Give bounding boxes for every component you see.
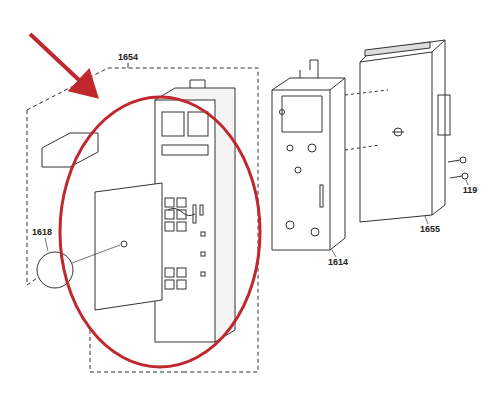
- highlight-arrow: [30, 34, 96, 96]
- callout-number: 1655: [419, 224, 441, 235]
- callout-number: 119: [462, 185, 479, 196]
- overlay-hole: [121, 241, 127, 247]
- guide-line: [345, 145, 380, 150]
- highlight-ellipse: [60, 97, 260, 367]
- callout-number: 1654: [117, 52, 139, 63]
- touch-overlay: [95, 183, 162, 310]
- screw: [448, 157, 468, 179]
- panel-front: [155, 100, 215, 342]
- panel-tab: [190, 80, 205, 88]
- ribbon-cable: [168, 208, 195, 215]
- control-board: [360, 40, 445, 222]
- bracket-edge: [272, 78, 345, 250]
- display-window: [188, 112, 208, 136]
- bracket-detail: [282, 60, 322, 132]
- display-window: [162, 112, 184, 136]
- board-switch: [392, 132, 404, 133]
- leader-line: [45, 238, 48, 251]
- board-relay: [438, 95, 450, 135]
- leader-line: [72, 245, 120, 263]
- board-connector: [365, 42, 430, 56]
- leader-line: [128, 62, 129, 68]
- panel-slot: [162, 145, 208, 155]
- mounting-bracket: [272, 78, 345, 250]
- guide-line: [345, 90, 388, 95]
- keypad: [165, 198, 205, 289]
- board-edge: [360, 40, 445, 215]
- callout-number: 1614: [327, 257, 349, 268]
- callout-number: 1618: [31, 227, 53, 238]
- bracket-holes: [280, 110, 324, 237]
